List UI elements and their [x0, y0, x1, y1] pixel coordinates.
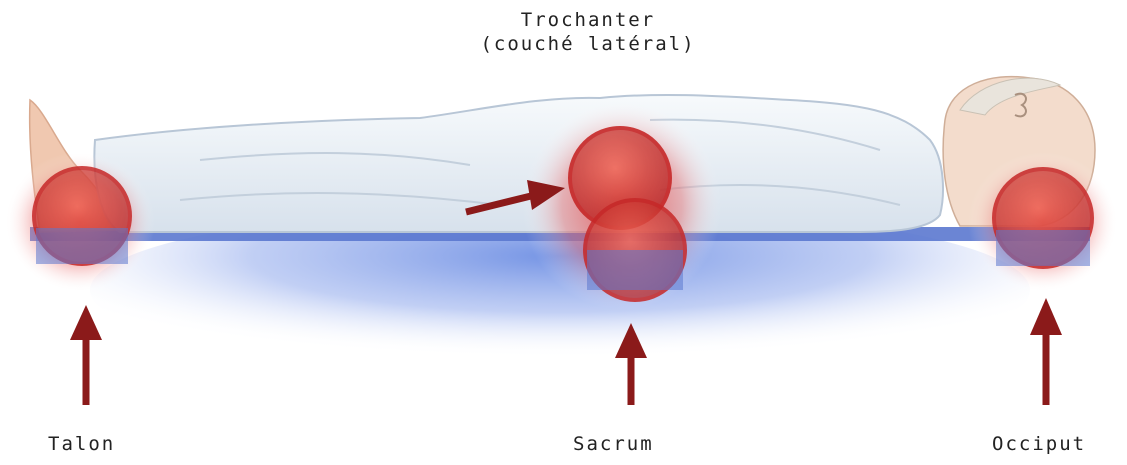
sacrum-label: Sacrum	[573, 432, 654, 456]
occiput-circle-mattress	[996, 230, 1090, 266]
trochanter-label: Trochanter (couché latéral)	[438, 8, 738, 56]
body-sheet	[94, 95, 943, 232]
occiput-label: Occiput	[992, 432, 1086, 456]
trochanter-label-line1: Trochanter	[438, 8, 738, 32]
talon-label: Talon	[48, 432, 115, 456]
talon-arrow	[70, 305, 102, 405]
trochanter-label-line2: (couché latéral)	[438, 32, 738, 56]
talon-circle-mattress	[36, 228, 128, 264]
occiput-arrow	[1030, 298, 1062, 405]
sacrum-circle-mattress	[587, 250, 683, 290]
